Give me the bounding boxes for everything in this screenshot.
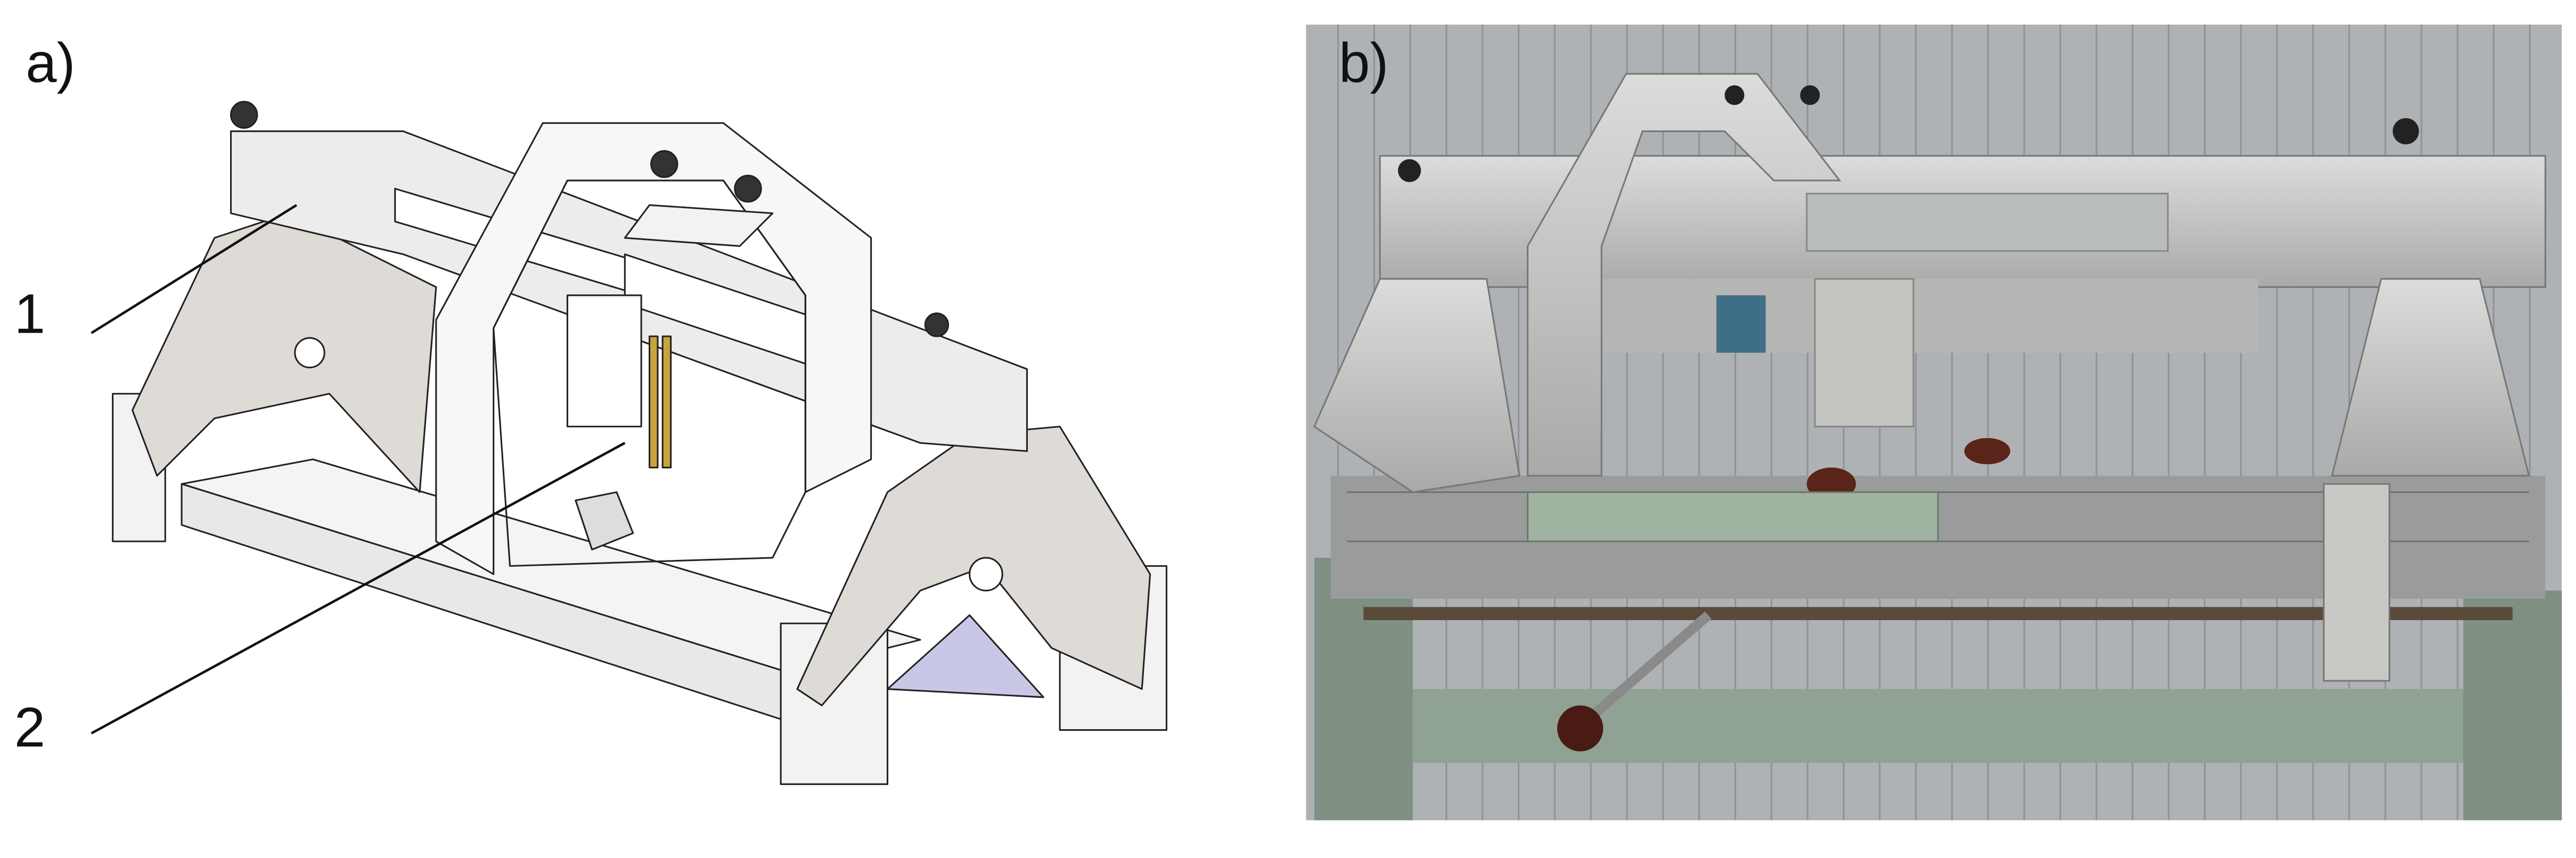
callout-line-2 xyxy=(91,442,626,735)
callout-1: 1 xyxy=(14,283,45,345)
panel-b-label: b) xyxy=(1339,32,1388,94)
panel-a-label: a) xyxy=(26,32,75,94)
callout-2: 2 xyxy=(14,696,45,758)
machine-photo xyxy=(1306,24,2562,821)
cad-drawing xyxy=(112,101,1167,785)
callout-line-1 xyxy=(91,204,298,334)
